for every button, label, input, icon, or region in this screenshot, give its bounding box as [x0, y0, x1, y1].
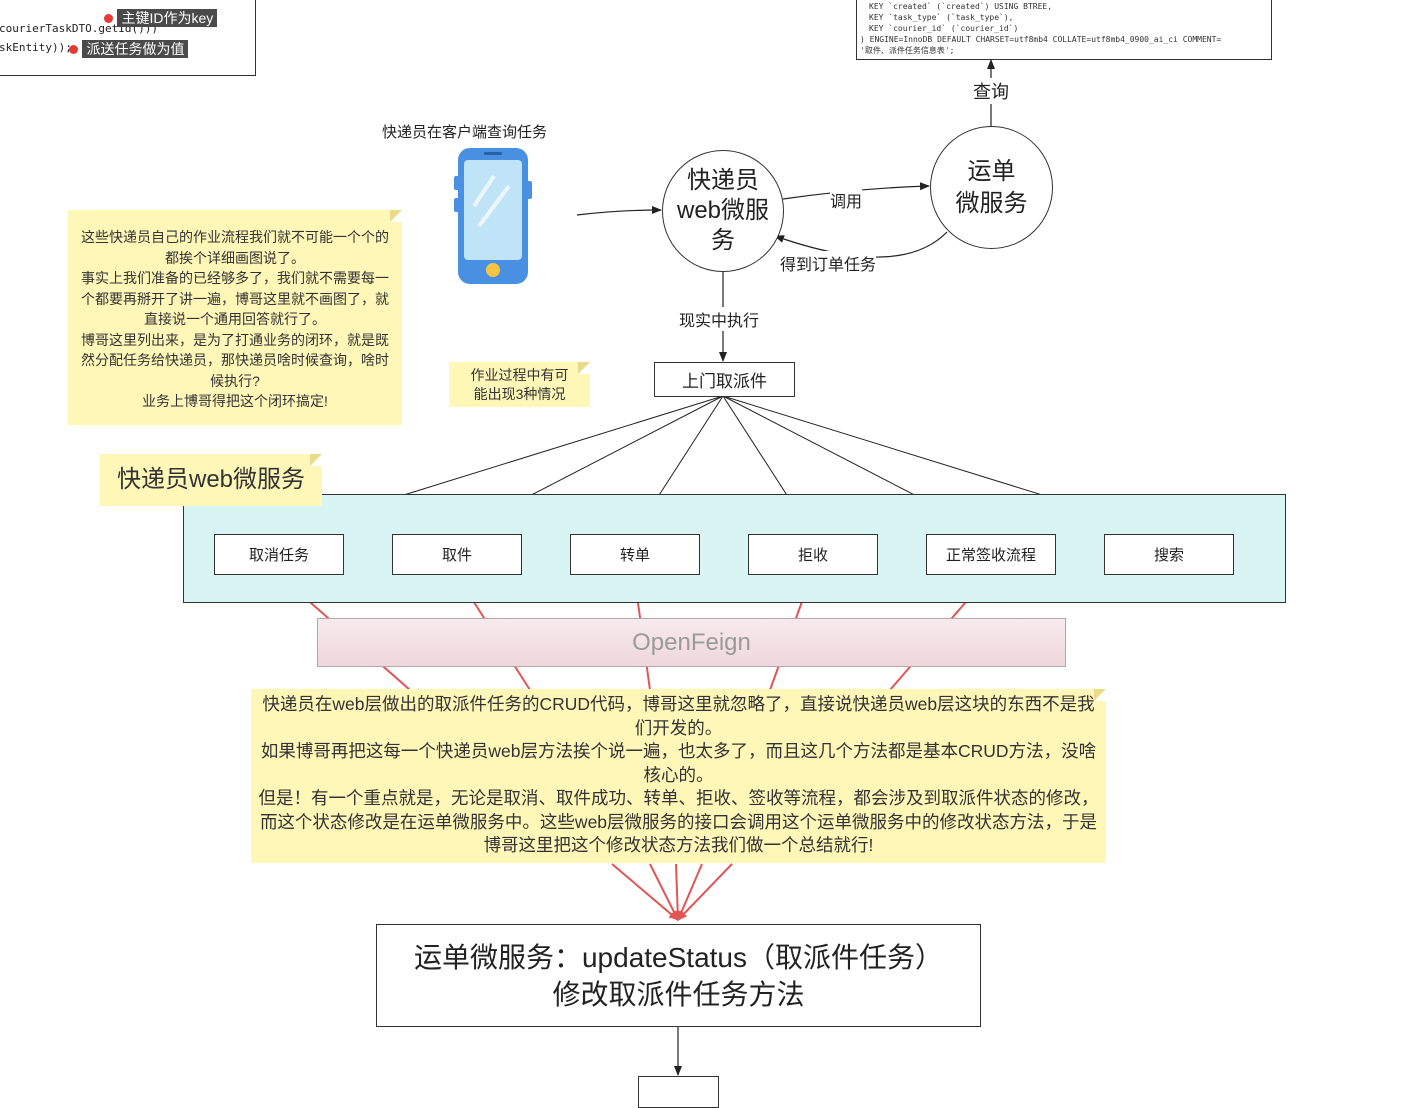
update-status-line: 修改取派件任务方法	[552, 978, 805, 1010]
annotation-value: 派送任务做为值	[69, 39, 189, 59]
code-snippet-right: KEY `created` (`created`) USING BTREE, K…	[856, 0, 1272, 60]
red-conv-3	[673, 863, 682, 921]
note-left-paragraph: 这些快递员自己的作业流程我们就不可能一个个的都挨个详细画图说了。	[81, 229, 389, 266]
note-left-paragraph: 博哥这里列出来，是为了打通业务的闭环，就是既然分配任务给快递员，那快递员啥时候查…	[81, 331, 389, 389]
sql-line: KEY `task_type` (`task_type`),	[869, 13, 1014, 22]
note-small-line: 能出现3种情况	[473, 386, 566, 402]
edge-waybill-to-courier	[774, 231, 948, 258]
courier-web-container	[183, 494, 1286, 603]
phone-caption: 快递员在客户端查询任务	[382, 124, 548, 141]
op-normal-sign: 正常签收流程	[926, 534, 1056, 575]
op-reject: 拒收	[748, 534, 878, 575]
note-center-paragraph: 但是！有一个重点就是，无论是取消、取件成功、转单、拒收、签收等流程，都会涉及到取…	[258, 788, 1099, 855]
label-invoke: 调用	[830, 188, 863, 212]
waybill-service-node: 运单 微服务	[930, 126, 1053, 249]
code-line: skEntity));	[0, 41, 72, 54]
op-transfer: 转单	[570, 534, 700, 575]
note-left-paragraph: 事实上我们准备的已经够多了，我们就不需要每一个都要再掰开了讲一遍，博哥这里就不画…	[81, 270, 389, 327]
red-conv-5	[677, 863, 733, 921]
note-left-paragraph: 业务上博哥得把这个闭环搞定!	[142, 393, 328, 409]
next-step-node	[638, 1076, 719, 1108]
label-query: 查询	[973, 78, 1009, 104]
sql-line: KEY `created` (`created`) USING BTREE,	[869, 2, 1053, 11]
label-real-exec: 现实中执行	[679, 307, 760, 331]
sql-line: '取件、派件任务信息表';	[860, 46, 955, 55]
sql-line: ) ENGINE=InnoDB DEFAULT CHARSET=utf8mb4 …	[860, 35, 1222, 44]
red-conv-2	[649, 863, 679, 921]
container-title: 快递员web微服务	[100, 454, 322, 506]
sql-line: KEY `courier_id` (`courier_id`)	[869, 24, 1019, 33]
note-small: 作业过程中有可 能出现3种情况	[449, 362, 590, 407]
courier-web-service-node: 快递员 web微服 务	[662, 150, 784, 272]
red-conv-4	[677, 863, 703, 921]
update-status-line: 运单微服务：updateStatus（取派件任务）	[413, 941, 944, 973]
node-line: 快递员	[687, 167, 759, 194]
error-marker-icon	[69, 45, 78, 55]
op-cancel-task: 取消任务	[214, 534, 344, 575]
label-get-tasks: 得到订单任务	[780, 251, 877, 275]
edge-phone-to-courier	[576, 206, 662, 216]
node-line: web微服	[676, 197, 770, 224]
note-left: 这些快递员自己的作业流程我们就不可能一个个的都挨个详细画图说了。 事实上我们准备…	[68, 210, 402, 425]
note-center-paragraph: 如果博哥再把这每一个快递员web层方法挨个说一遍，也太多了，而且这几个方法都是基…	[260, 741, 1097, 785]
note-center-paragraph: 快递员在web层做出的取派件任务的CRUD代码，博哥这里就忽略了，直接说快递员w…	[262, 694, 1095, 738]
error-marker-icon	[104, 14, 113, 24]
update-status-node: 运单微服务：updateStatus（取派件任务） 修改取派件任务方法	[376, 924, 981, 1027]
note-center: 快递员在web层做出的取派件任务的CRUD代码，博哥这里就忽略了，直接说快递员w…	[251, 689, 1106, 863]
pickup-delivery-node: 上门取派件	[654, 362, 795, 397]
annotation-value-text: 派送任务做为值	[82, 40, 189, 58]
container-title-text: 快递员web微服务	[116, 466, 306, 493]
node-line: 运单	[967, 157, 1016, 185]
mobile-phone-icon	[454, 146, 532, 286]
annotation-key: 主键ID作为key	[104, 8, 218, 28]
op-search: 搜索	[1104, 534, 1234, 575]
node-line: 务	[711, 227, 735, 254]
openfeign-layer: OpenFeign	[317, 618, 1066, 667]
red-conv-1	[611, 863, 679, 921]
annotation-key-text: 主键ID作为key	[117, 9, 218, 27]
note-small-line: 作业过程中有可	[470, 367, 569, 383]
op-pickup: 取件	[392, 534, 522, 575]
node-line: 微服务	[955, 189, 1028, 217]
